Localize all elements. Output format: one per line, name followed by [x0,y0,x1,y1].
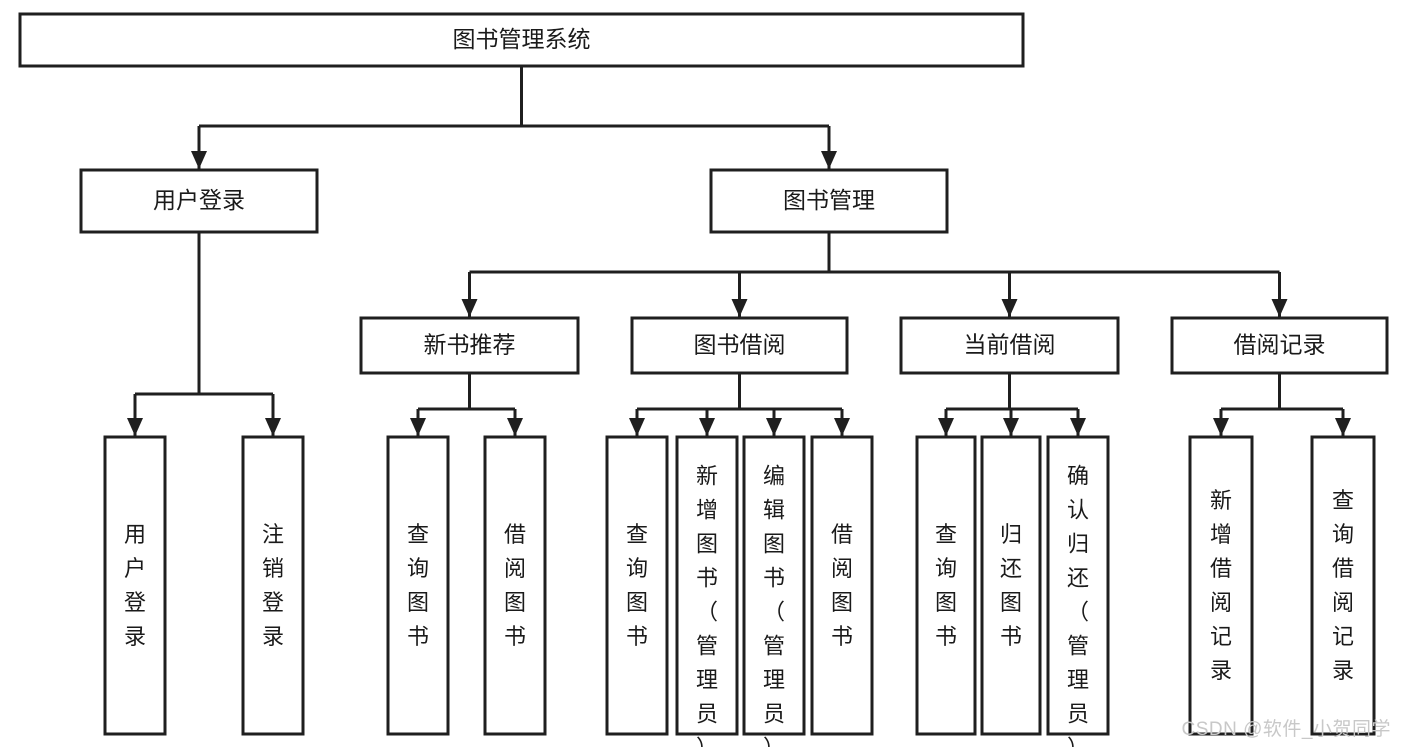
node-box [386,435,450,736]
node-box [359,316,580,375]
node-box [899,316,1120,375]
node-label: 新增借阅记录 [1210,488,1232,683]
node-l2-图书管理-1[interactable]: 图书管理 [709,168,949,234]
arrow-head-icon [699,418,715,436]
node-box [915,435,977,736]
arrow-head-icon [461,299,478,317]
connectors-layer [127,66,1351,436]
node-leaf-编辑图书管理员-6[interactable]: 编辑图书（管理员） [742,435,806,747]
arrow-head-icon [629,418,645,436]
node-label: 注销登录 [262,522,284,649]
node-label: 借阅图书 [831,522,853,649]
node-leaf-查询图书-4[interactable]: 查询图书 [605,435,669,736]
node-box [1188,435,1254,736]
node-box [103,435,167,736]
node-label: 编辑图书（管理员） [763,463,785,747]
node-label: 新增图书（管理员） [696,463,718,747]
node-label: 归还图书 [1000,522,1022,649]
arrow-head-icon [1213,418,1229,436]
node-label: 用户登录 [124,522,146,649]
node-label: 图书借阅 [694,332,786,358]
node-label: 图书管理系统 [453,26,591,52]
node-box [675,435,739,736]
arrow-head-icon [1271,299,1288,317]
node-label: 查询图书 [407,522,429,649]
arrow-head-icon [265,418,281,436]
node-leaf-借阅图书-3[interactable]: 借阅图书 [483,435,547,736]
node-leaf-借阅图书-7[interactable]: 借阅图书 [810,435,874,736]
node-box [1170,316,1389,375]
node-label: 查询图书 [626,522,648,649]
node-label: 借阅图书 [504,522,526,649]
arrow-head-icon [938,418,954,436]
node-box [630,316,849,375]
node-label: 新书推荐 [424,332,516,358]
arrow-head-icon [410,418,426,436]
arrow-head-icon [1003,418,1019,436]
node-box [483,435,547,736]
nodes-layer: 图书管理系统用户登录图书管理新书推荐图书借阅当前借阅借阅记录用户登录注销登录查询… [18,12,1389,747]
node-leaf-新增借阅记录-11[interactable]: 新增借阅记录 [1188,435,1254,736]
node-l2-用户登录-0[interactable]: 用户登录 [79,168,319,234]
arrow-head-icon [127,418,143,436]
node-label: 图书管理 [783,187,875,213]
node-leaf-查询借阅记录-12[interactable]: 查询借阅记录 [1310,435,1376,736]
arrow-head-icon [1335,418,1351,436]
node-label: 确认归还（管理员） [1067,463,1089,747]
arrow-head-icon [507,418,523,436]
node-leaf-查询图书-2[interactable]: 查询图书 [386,435,450,736]
node-leaf-确认归还管理员-10[interactable]: 确认归还（管理员） [1046,435,1110,747]
node-box [810,435,874,736]
node-leaf-新增图书管理员-5[interactable]: 新增图书（管理员） [675,435,739,747]
node-l3-新书推荐-0[interactable]: 新书推荐 [359,316,580,375]
node-l3-借阅记录-3[interactable]: 借阅记录 [1170,316,1389,375]
node-box [241,435,305,736]
arrow-head-icon [191,151,207,169]
node-box [709,168,949,234]
node-label: 用户登录 [153,187,245,213]
node-label: 查询借阅记录 [1332,488,1354,683]
node-box [1046,435,1110,736]
node-leaf-查询图书-8[interactable]: 查询图书 [915,435,977,736]
arrow-head-icon [821,151,837,169]
arrow-head-icon [1001,299,1018,317]
node-label: 查询图书 [935,522,957,649]
node-l3-图书借阅-1[interactable]: 图书借阅 [630,316,849,375]
node-leaf-注销登录-1[interactable]: 注销登录 [241,435,305,736]
arrow-head-icon [1070,418,1086,436]
node-label: 借阅记录 [1234,332,1326,358]
node-label: 当前借阅 [964,332,1056,358]
node-box [742,435,806,736]
node-box [79,168,319,234]
node-l3-当前借阅-2[interactable]: 当前借阅 [899,316,1120,375]
arrow-head-icon [731,299,748,317]
node-box [1310,435,1376,736]
node-box [18,12,1025,68]
node-leaf-用户登录-0[interactable]: 用户登录 [103,435,167,736]
arrow-head-icon [834,418,850,436]
node-box [605,435,669,736]
node-root-图书管理系统-0[interactable]: 图书管理系统 [18,12,1025,68]
node-leaf-归还图书-9[interactable]: 归还图书 [980,435,1042,736]
arrow-head-icon [766,418,782,436]
node-box [980,435,1042,736]
